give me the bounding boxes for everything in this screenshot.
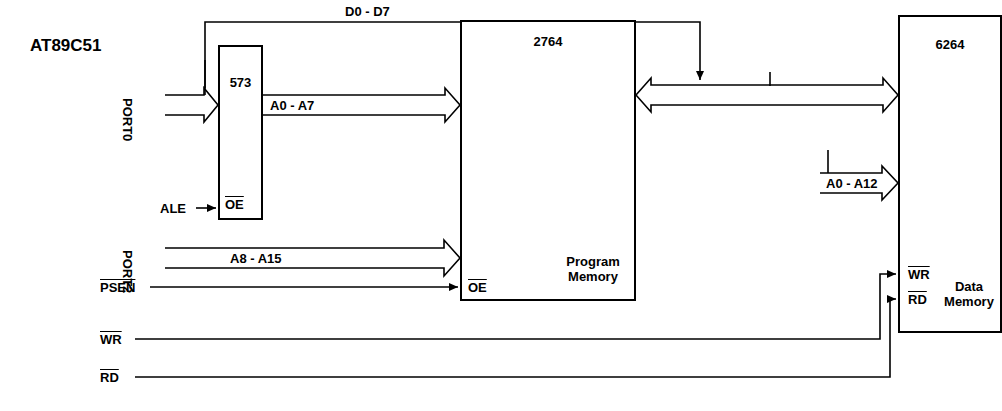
pin-name: OE	[225, 197, 244, 212]
rd-wire	[135, 299, 896, 377]
port2-bus-arrow	[165, 240, 460, 276]
signal-name: ALE	[160, 201, 186, 216]
bus-name: D0 - D7	[345, 4, 390, 19]
sram-box: 6264WR RD Data Memory	[898, 15, 1002, 333]
memory-name: Data Memory	[940, 279, 998, 309]
part-number: 573	[220, 75, 261, 90]
bus-name: A0 - A12	[826, 176, 878, 191]
eprom-box: 2764Program MemoryOE	[460, 20, 636, 301]
chip-name: AT89C51	[30, 36, 102, 56]
part-number: 6264	[900, 37, 1000, 52]
bus-tap	[204, 60, 206, 88]
latch-box: 573OE	[218, 45, 263, 220]
signal-name: WR	[100, 332, 122, 347]
signal-name: PSEN	[100, 280, 135, 295]
bus-arrow	[263, 88, 460, 122]
data-tap	[769, 72, 771, 86]
memory-name: Program Memory	[554, 254, 632, 284]
bus-name: A0 - A7	[270, 98, 314, 113]
address-tap	[827, 150, 829, 173]
part-number: 2764	[462, 34, 634, 49]
address-bus-arrow	[820, 166, 898, 200]
pin-name: OE	[468, 280, 487, 295]
psen-wire	[150, 286, 458, 288]
port0-bus-arrow	[165, 88, 218, 122]
signal-name: RD	[100, 370, 119, 385]
pin-name: RD	[908, 292, 927, 307]
port-name: PORT0	[120, 98, 135, 141]
pin-name: WR	[908, 267, 930, 282]
bus-arrow	[636, 78, 898, 112]
bus-name: A8 - A15	[230, 251, 282, 266]
ale-wire	[196, 207, 216, 209]
